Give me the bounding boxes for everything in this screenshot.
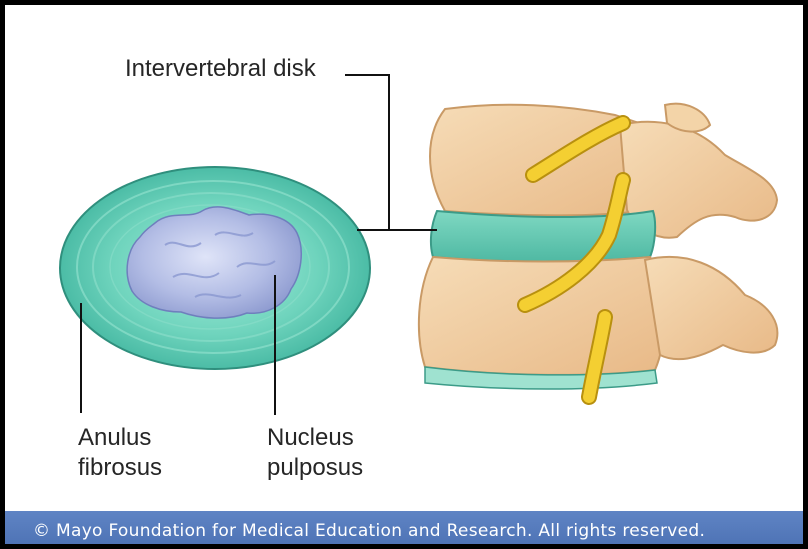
copyright-credit: © Mayo Foundation for Medical Education …	[33, 513, 808, 549]
nucleus-label-line2: pulposus	[267, 453, 363, 483]
intervertebral-disk-label: Intervertebral disk	[125, 54, 316, 84]
anulus-fibrosus-label: Anulus fibrosus	[78, 423, 162, 483]
nucleus-label-line1: Nucleus	[267, 423, 363, 453]
disk-leader-line	[345, 75, 437, 230]
spine-side-view	[419, 104, 777, 397]
anulus-label-line2: fibrosus	[78, 453, 162, 483]
disk-cross-section	[60, 167, 370, 369]
nucleus-pulposus-label: Nucleus pulposus	[267, 423, 363, 483]
lower-vertebra	[419, 257, 664, 375]
anulus-label-line1: Anulus	[78, 423, 162, 453]
